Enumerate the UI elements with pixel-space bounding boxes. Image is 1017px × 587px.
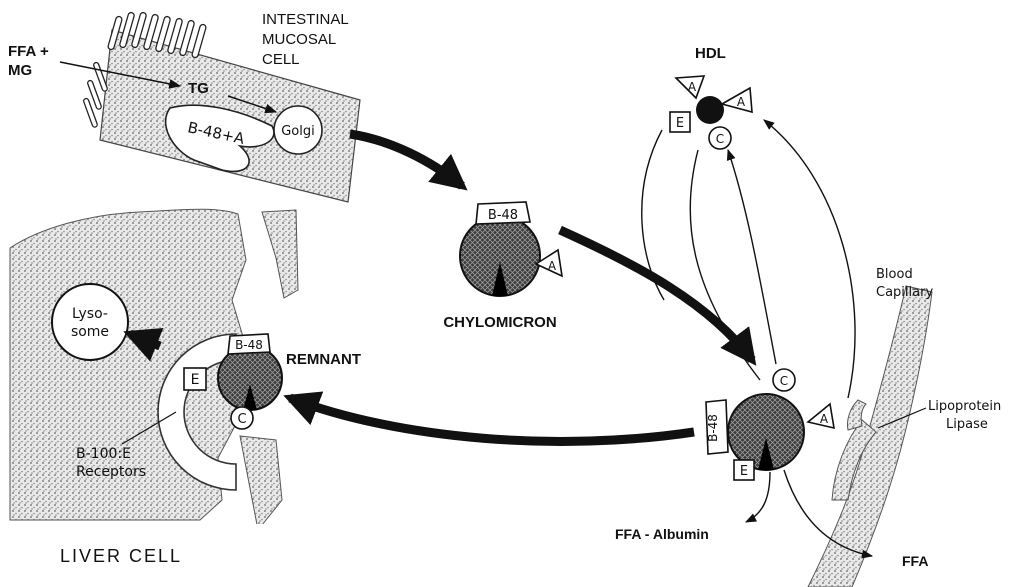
- intestinal-label-3: CELL: [262, 51, 300, 68]
- chylomicron-label: CHYLOMICRON: [443, 314, 556, 331]
- chylomicron-a-label: A: [548, 259, 557, 273]
- particle-a-label: A: [820, 412, 829, 426]
- intestinal-label-2: MUCOSAL: [262, 31, 336, 48]
- hdl-a-label-left: A: [688, 80, 697, 94]
- remnant-b48-label: B-48: [235, 338, 263, 352]
- particle-e-label: E: [740, 464, 748, 479]
- hdl-c-label: C: [716, 132, 724, 146]
- chylomicron-to-particle-arrow: [560, 230, 752, 360]
- receptors-label-2: Receptors: [76, 464, 146, 480]
- lysosome-label-1: Lyso-: [72, 306, 108, 322]
- chylomicron-b48-label: B-48: [488, 208, 518, 223]
- chylomicron: B-48 A: [460, 202, 562, 296]
- ffa-mg-label-2: MG: [8, 62, 32, 79]
- liver-cell-label: LIVER CELL: [60, 546, 182, 566]
- ffa-label: FFA: [902, 553, 928, 569]
- golgi-label: Golgi: [281, 124, 315, 139]
- remnant-e-label: E: [191, 372, 200, 388]
- ffa-albumin-label: FFA - Albumin: [615, 526, 709, 542]
- chylomicron-at-capillary: B-48 E C A: [706, 369, 834, 480]
- lipoprotein-lipase-label-2: Lipase: [946, 417, 988, 432]
- lysosome: Lyso- some: [52, 284, 128, 360]
- blood-capillary-label-1: Blood: [876, 267, 913, 282]
- blood-capillary: [808, 286, 932, 587]
- hdl-label: HDL: [695, 45, 726, 62]
- ffa-mg-label-1: FFA +: [8, 43, 49, 60]
- blood-capillary-label-2: Capillary: [876, 285, 933, 300]
- hdl: A A E C: [670, 76, 752, 149]
- particle-to-remnant-arrow: [290, 398, 694, 441]
- remnant-label: REMNANT: [286, 351, 361, 368]
- hdl-a-label-right: A: [737, 95, 746, 109]
- particle-b48-label: B-48: [706, 414, 720, 442]
- lipoprotein-lipase-label-1: Lipoprotein: [928, 399, 1001, 414]
- intestinal-label-1: INTESTINAL: [262, 11, 349, 28]
- cell-to-chylomicron-arrow: [350, 134, 462, 186]
- lysosome-label-2: some: [71, 324, 109, 340]
- remnant-c-label: C: [237, 412, 246, 427]
- particle-c-label: C: [780, 374, 788, 388]
- hdl-e-label: E: [676, 116, 684, 131]
- tg-label: TG: [188, 80, 209, 97]
- receptors-label-1: B-100:E: [76, 446, 131, 462]
